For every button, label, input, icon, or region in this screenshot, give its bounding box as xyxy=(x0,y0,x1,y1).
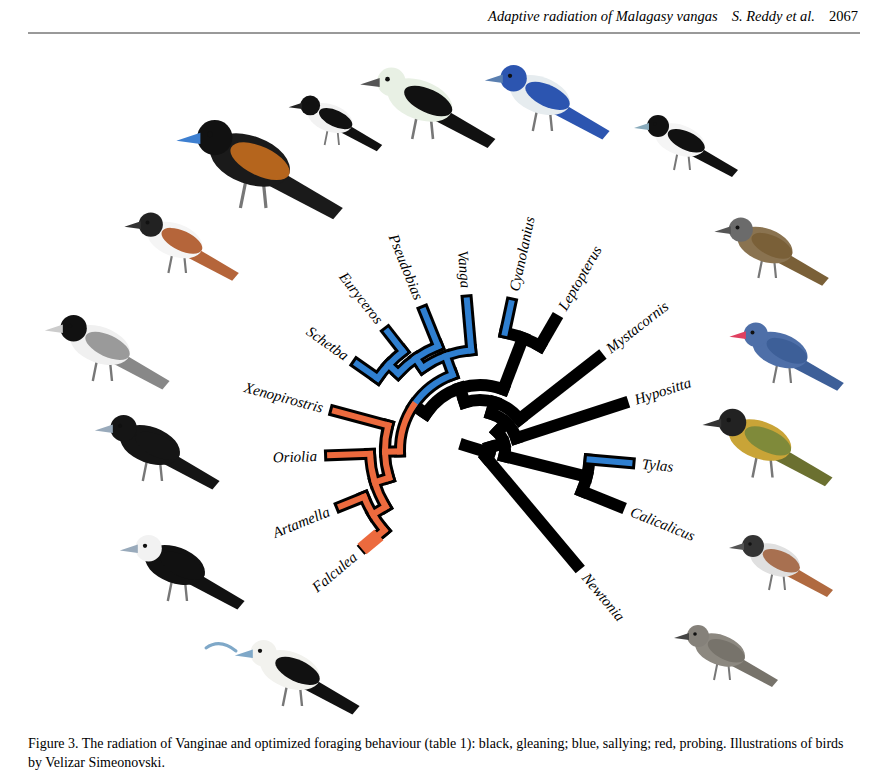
genus-label: Artamella xyxy=(270,503,332,542)
branch-fill-arc xyxy=(322,292,639,609)
genus-label: Oriolia xyxy=(273,447,318,467)
bird-illustration xyxy=(120,535,245,609)
branch-outline xyxy=(304,274,656,626)
branch xyxy=(388,332,403,352)
sallying-branches xyxy=(306,276,654,624)
bird-illustration xyxy=(674,625,778,687)
genus-label: Leptopterus xyxy=(554,242,605,313)
bird-illustration xyxy=(634,115,738,177)
branch xyxy=(519,358,598,420)
figure-caption: Figure 3. The radiation of Vanginae and … xyxy=(28,734,860,772)
branch-arc xyxy=(306,276,654,624)
bird-illustration xyxy=(360,68,495,149)
bird-illustration xyxy=(703,409,833,487)
branch-fill xyxy=(388,332,403,352)
header-rule xyxy=(28,33,860,34)
branch-fill-arc xyxy=(306,276,654,624)
probing-branches xyxy=(304,274,656,626)
bird-illustration xyxy=(729,535,833,597)
branch-fill-arc xyxy=(361,331,598,568)
branch-arc xyxy=(361,331,598,568)
branch-fill xyxy=(590,460,630,463)
branch xyxy=(582,491,619,506)
branch-fill-arc xyxy=(341,311,620,590)
branch-fill xyxy=(335,411,388,425)
running-header: S. Reddy et al. xyxy=(732,8,815,25)
bird-illustration xyxy=(176,120,342,219)
branch-fill xyxy=(505,303,511,332)
branch-fill xyxy=(357,364,377,378)
genus-label: Xenopirostris xyxy=(242,378,325,416)
bird-illustration xyxy=(289,96,383,152)
branch-arc xyxy=(304,274,656,626)
genus-label: Schetba xyxy=(302,322,351,364)
genus-label: Cyanolanius xyxy=(505,215,538,293)
bird-illustration xyxy=(235,640,360,714)
branch-arc xyxy=(322,292,639,609)
branch-fill xyxy=(446,356,453,375)
genus-label: Calicalicus xyxy=(628,503,698,545)
genus-label: Hypositta xyxy=(632,373,693,408)
bird-illustration xyxy=(95,415,220,489)
page-number: 2067 xyxy=(829,8,858,25)
branch xyxy=(330,454,370,455)
branch xyxy=(503,338,523,389)
branch xyxy=(335,411,388,425)
branch xyxy=(504,456,586,477)
branch-fill xyxy=(467,301,471,351)
branch-arc xyxy=(338,308,623,593)
genus-label: Euryceros xyxy=(335,268,387,327)
branch-fill xyxy=(341,497,364,506)
bird-illustration xyxy=(124,213,238,281)
genus-label: Pseudobias xyxy=(385,231,428,302)
branch-arc xyxy=(468,438,493,463)
branch-fill xyxy=(330,454,370,455)
branch-fill-arc xyxy=(399,369,562,532)
branch-thick xyxy=(362,535,379,549)
bird-curved-bill xyxy=(206,644,236,651)
branch-fill xyxy=(424,311,438,346)
running-header: Adaptive radiation of Malagasy vangas xyxy=(488,8,718,25)
genus-label: Vanga xyxy=(454,249,475,288)
branch-fill-arc xyxy=(304,274,656,626)
bird-illustration xyxy=(729,323,843,391)
branch xyxy=(424,311,438,346)
genus-label: Falculea xyxy=(308,548,360,596)
branch-arc xyxy=(390,360,570,540)
branch-arc xyxy=(329,299,631,601)
bird-illustration xyxy=(45,315,170,389)
branch-arc xyxy=(341,311,620,590)
branch-fill-arc xyxy=(329,299,631,601)
genus-label: Newtonia xyxy=(578,569,629,625)
genus-label: Mystacornis xyxy=(603,297,673,357)
bird-illustration xyxy=(485,65,610,139)
genus-label: Tylas xyxy=(642,455,675,476)
branch xyxy=(590,460,630,463)
bird-illustration xyxy=(714,218,828,286)
phylogeny xyxy=(304,274,656,626)
branch xyxy=(467,301,471,351)
branch xyxy=(357,364,377,378)
